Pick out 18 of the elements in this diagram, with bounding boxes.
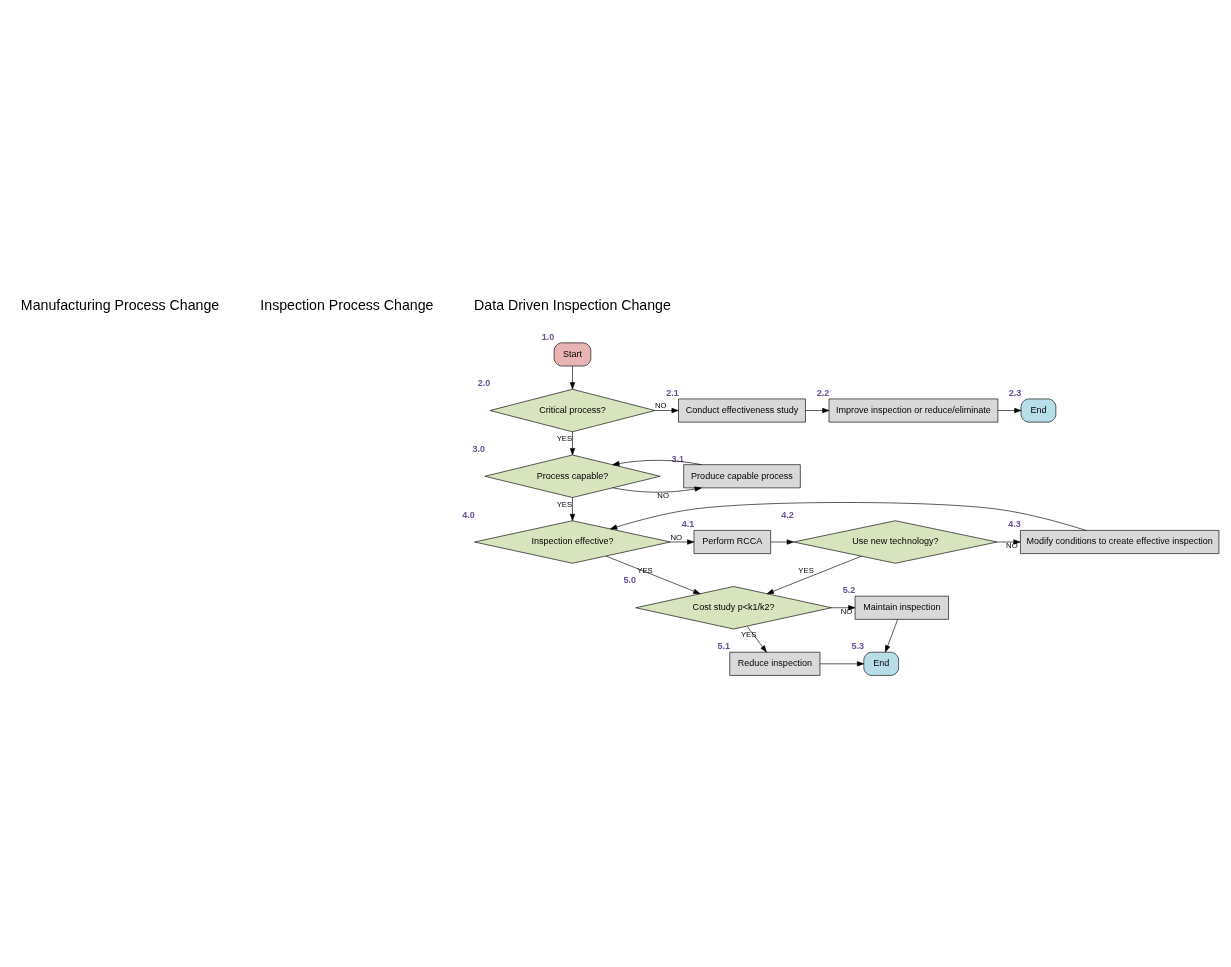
node-label: 3.1: [671, 453, 684, 464]
node-label: 2.2: [816, 387, 830, 398]
node-label: 4.0: [462, 509, 475, 520]
label: Manufacturing Process Change: [20, 296, 220, 313]
node-label: 4.1: [681, 518, 695, 529]
node-label: 4.3: [1008, 518, 1021, 529]
node-label: 4.2: [781, 509, 794, 520]
node-label: 5.0: [623, 574, 636, 585]
node-label: 2.1: [666, 387, 679, 398]
node-label: 3.0: [472, 443, 486, 454]
node-label: 5.1: [717, 640, 731, 651]
node-label: 2.3: [1008, 387, 1022, 398]
node-label: 2.0: [477, 377, 491, 388]
node-label: 5.2: [842, 584, 856, 595]
label: Inspection Process Change: [260, 296, 434, 313]
label: Data Driven Inspection Change: [474, 296, 671, 313]
node-label: 1.0: [541, 331, 555, 342]
node-label: 5.3: [851, 640, 865, 651]
